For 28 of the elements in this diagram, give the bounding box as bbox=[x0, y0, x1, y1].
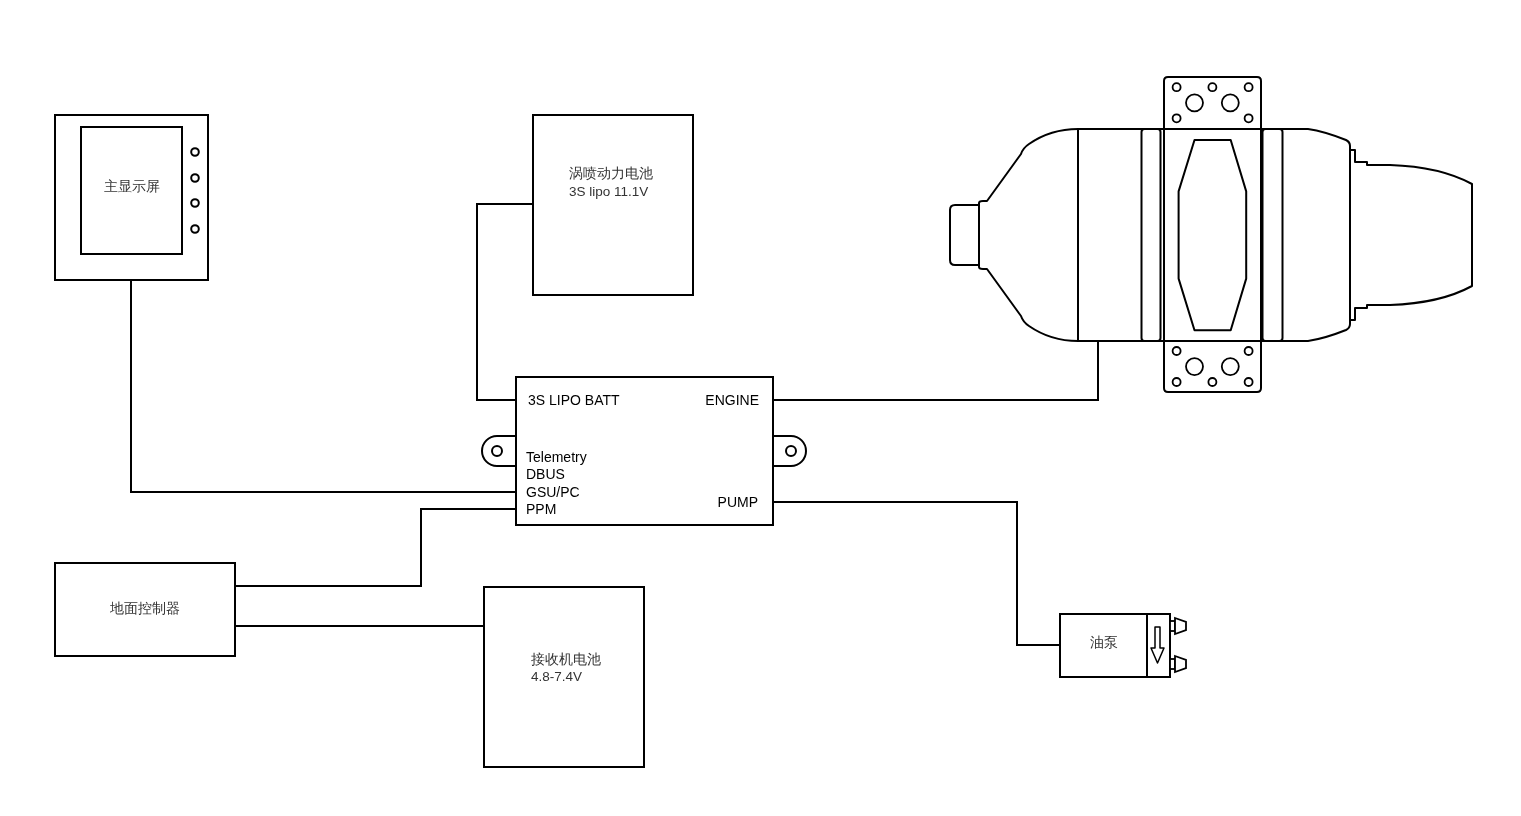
display-unit bbox=[54, 114, 209, 281]
port-label: 3S LIPO BATT bbox=[528, 391, 620, 409]
ground-controller-box bbox=[54, 562, 236, 657]
connector-line bbox=[773, 341, 1099, 401]
port-label: GSU/PC bbox=[526, 483, 580, 501]
node-label: 主显示屏 bbox=[103, 178, 160, 196]
connector-line bbox=[773, 501, 1060, 646]
port-label: ENGINE bbox=[705, 391, 759, 409]
port-label: Telemetry bbox=[526, 448, 587, 466]
connector-line bbox=[130, 280, 516, 493]
fuel-pump-box bbox=[1059, 613, 1148, 678]
port-label: DBUS bbox=[526, 465, 565, 483]
battery-box bbox=[532, 114, 694, 296]
node-label: 涡喷动力电池 bbox=[569, 165, 653, 183]
battery-box bbox=[483, 586, 645, 768]
controller-box bbox=[515, 376, 774, 526]
connector-line bbox=[235, 625, 484, 627]
node-label: 地面控制器 bbox=[110, 600, 180, 618]
connector-line bbox=[476, 203, 533, 401]
jet-engine-drawing bbox=[949, 128, 1474, 342]
display-screen bbox=[80, 126, 183, 255]
voltage-label: 4.8-7.4V bbox=[531, 668, 583, 686]
node-label: 接收机电池 bbox=[531, 651, 601, 669]
port-label: PPM bbox=[526, 500, 557, 518]
node-label: 油泵 bbox=[1089, 634, 1118, 652]
voltage-label: 3S lipo 11.1V bbox=[569, 183, 649, 201]
connector-line bbox=[235, 508, 516, 587]
port-label: PUMP bbox=[717, 493, 758, 511]
